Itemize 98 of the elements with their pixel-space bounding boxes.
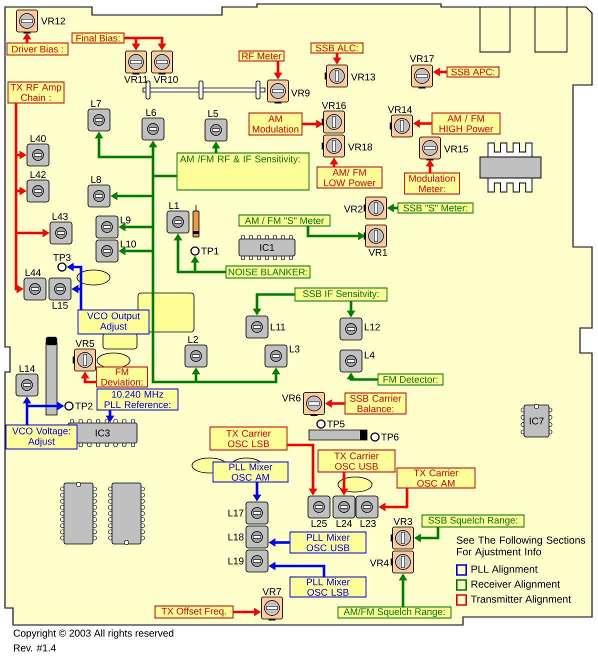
callout-box: SSB IF Sensitvity:: [294, 288, 388, 302]
connector-line: [80, 289, 82, 310]
callout-box: TX Carrier OSC LSB: [210, 426, 288, 450]
callout-box: Modulation Meter:: [404, 172, 460, 194]
part-label: VR6: [282, 394, 301, 402]
ic-chip: IC7: [520, 404, 552, 438]
callout-box: VCO Voltage: Adjust: [6, 424, 78, 450]
part-label: VR18: [348, 144, 372, 150]
part-label: L17: [228, 510, 244, 516]
callout-box: Final Bias:: [72, 32, 124, 44]
callout-box: SSB Squelch Range:: [422, 514, 524, 528]
callout-box: SSB Carrier Balance:: [344, 392, 406, 414]
ic-chip: [60, 482, 97, 544]
connector-line: [14, 191, 18, 233]
part-label: L3: [290, 346, 300, 352]
callout-box: TX RF Amp Chain :: [8, 82, 64, 104]
connector-line: [152, 176, 154, 196]
part-label: L19: [228, 558, 244, 564]
part-label: L44: [26, 269, 41, 276]
part-label: L1: [169, 202, 179, 209]
part-label: L4: [364, 352, 375, 358]
callout-box: SSB ALC:: [310, 42, 364, 54]
ic-chip: IC1: [238, 235, 296, 260]
part-label: L2: [188, 336, 198, 343]
callout-box: AM Modulation: [248, 112, 302, 136]
part-label: TP5: [327, 420, 345, 428]
part-label: L14: [20, 365, 35, 372]
part-label: VR12: [41, 18, 66, 24]
connector-line: [195, 270, 226, 274]
connector-line: [14, 103, 18, 155]
transformer: [480, 142, 542, 192]
connector-line: [124, 36, 136, 40]
connector-line: [152, 251, 196, 384]
part-label: VR7: [262, 588, 282, 595]
part-label: VR2: [344, 206, 362, 212]
part-label: TP1: [201, 248, 218, 254]
part-label: L23: [360, 520, 376, 527]
part-label: TP3: [53, 254, 71, 261]
legend-label: Transmitter Alignment: [470, 595, 571, 605]
callout-box: RF Meter: [238, 50, 284, 62]
legend-label: PLL Alignment: [472, 565, 538, 575]
ic-chip: [108, 482, 145, 545]
part-label: L5: [208, 110, 218, 117]
part-label: L11: [270, 324, 286, 330]
part-label: VR10: [154, 76, 178, 83]
connector-line: [26, 406, 28, 425]
part-label: VR16: [322, 102, 346, 109]
callout-box: AM / FM "S" Meter: [238, 214, 330, 226]
callout-box: TX Carrier OSC AM: [396, 468, 476, 488]
part-label: VR9: [291, 90, 310, 96]
part-label: VR5: [76, 340, 94, 347]
part-label: VR1: [368, 249, 388, 256]
connector-line: [14, 155, 18, 191]
callout-box: PLL Mixer OSC LSB: [290, 576, 366, 598]
part-label: L12: [364, 324, 380, 330]
part-label: L10: [120, 240, 136, 248]
connector-line: [153, 174, 177, 178]
callout-box: SSB APC:: [446, 66, 500, 78]
part-label: VR4: [370, 560, 389, 566]
part-label: L42: [30, 171, 46, 178]
part-label: L7: [91, 100, 101, 107]
copyright-text: Copyright © 2003 All rights reserved: [14, 629, 174, 639]
part-label: L18: [228, 534, 244, 540]
part-label: VR14: [388, 106, 412, 113]
part-label: L43: [52, 213, 68, 220]
callout-box: NOISE BLANKER:: [226, 266, 310, 278]
part-label: L15: [52, 302, 68, 309]
part-label: L25: [312, 520, 327, 527]
callout-box: TX Offset Freq.: [154, 606, 234, 618]
part-label: L9: [120, 216, 130, 224]
revision-text: Rev. #1.4: [14, 644, 56, 652]
callout-box: TX Carrier OSC USB: [318, 450, 396, 472]
note-text: See The Following Sections For Ajustment Info: [456, 536, 586, 558]
connector-line: [152, 196, 154, 227]
callout-box: AM/ FM LOW Power: [316, 166, 382, 188]
callout-box: 10.240 MHz PLL Reference:: [96, 388, 178, 410]
part-label: L24: [336, 520, 352, 527]
connector-line: [152, 227, 154, 251]
part-label: L40: [30, 135, 46, 142]
callout-box: SSB "S" Meter:: [398, 202, 474, 214]
part-label: VR11: [124, 76, 148, 83]
part-label: L8: [91, 176, 102, 183]
callout-box: PLL Mixer OSC USB: [290, 532, 366, 554]
part-label: VR17: [410, 55, 434, 62]
legend-label: Receiver Alignment: [472, 580, 560, 590]
callout-box: AM /FM RF & IF Sensitivity:: [176, 152, 310, 190]
callout-box: VCO Output Adjust: [78, 310, 150, 334]
part-label: VR3: [394, 518, 412, 525]
callout-box: FM Detector:: [378, 374, 444, 386]
part-label: VR15: [444, 146, 468, 152]
part-label: TP2: [75, 402, 92, 410]
connector-line: [152, 157, 154, 176]
callout-box: Driver Bias :: [6, 42, 68, 56]
callout-box: AM / FM HIGH Power: [432, 112, 500, 134]
part-label: L6: [146, 109, 156, 116]
part-label: TP6: [381, 434, 399, 440]
callout-box: AM/FM Squelch Range:: [338, 606, 452, 618]
part-label: VR13: [351, 74, 376, 80]
